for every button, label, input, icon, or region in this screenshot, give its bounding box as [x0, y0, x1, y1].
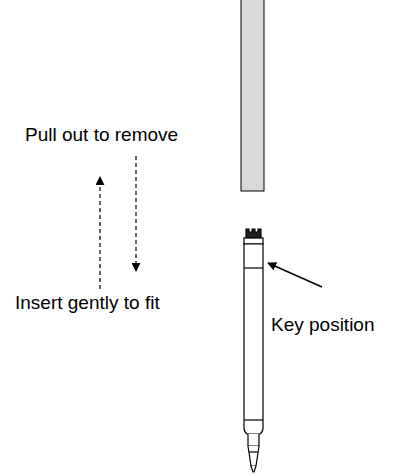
pen — [244, 229, 263, 472]
part-label: Key position — [271, 314, 375, 336]
leader-line — [268, 263, 322, 287]
pull-arrow — [99, 177, 100, 289]
cap — [241, 0, 264, 191]
action-label: Pull out to remove — [25, 124, 178, 146]
insert-arrow — [135, 156, 136, 271]
action-label: Insert gently to fit — [15, 292, 160, 314]
